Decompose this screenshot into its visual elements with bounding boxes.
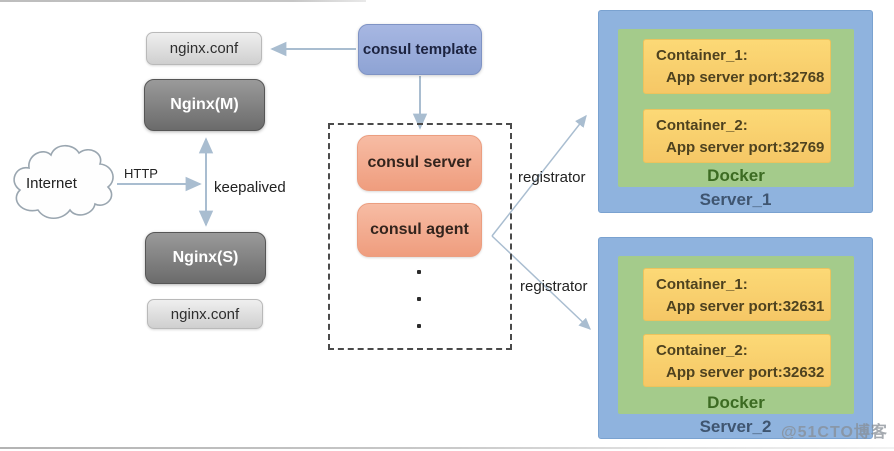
consul-template-box: consul template <box>358 24 482 75</box>
container-port: App server port:32632 <box>666 364 825 381</box>
server-2-container-2-box: Container_2: App server port:32632 <box>643 334 831 387</box>
nginx-master-box: Nginx(M) <box>144 79 265 131</box>
51cto-watermark: @51CTO博客 <box>781 424 888 441</box>
container-port: App server port:32631 <box>666 298 825 315</box>
http-label: HTTP <box>124 166 158 181</box>
server-2-box: Container_1: App server port:32631 Conta… <box>598 237 873 439</box>
container-port: App server port:32768 <box>666 69 825 86</box>
container-title: Container_1: <box>656 47 748 64</box>
container-title: Container_2: <box>656 342 748 359</box>
server-1-box: Container_1: App server port:32768 Conta… <box>598 10 873 213</box>
consul-cluster-dashed-boundary <box>328 123 512 350</box>
screenshot-top-edge <box>0 0 366 2</box>
server-1-container-2-box: Container_2: App server port:32769 <box>643 109 831 163</box>
server-1-docker-label: Docker <box>707 166 765 185</box>
ellipsis-dot: • <box>417 297 421 301</box>
consul-server-box: consul server <box>357 135 482 191</box>
server-1-docker-box: Container_1: App server port:32768 Conta… <box>618 29 854 187</box>
container-title: Container_1: <box>656 276 748 293</box>
server-2-docker-box: Container_1: App server port:32631 Conta… <box>618 256 854 414</box>
nginx-conf-master-box: nginx.conf <box>146 32 262 65</box>
consul-agent-box: consul agent <box>357 203 482 257</box>
ellipsis-dot: • <box>417 324 421 328</box>
screenshot-bottom-edge <box>0 447 894 449</box>
server-1-container-1-box: Container_1: App server port:32768 <box>643 39 831 94</box>
server-2-container-1-box: Container_1: App server port:32631 <box>643 268 831 321</box>
keepalived-label: keepalived <box>214 179 286 196</box>
internet-label: Internet <box>26 175 77 192</box>
ellipsis-dot: • <box>417 270 421 274</box>
registrator-upper-label: registrator <box>518 169 586 186</box>
nginx-conf-slave-box: nginx.conf <box>147 299 263 329</box>
registrator-lower-label: registrator <box>520 278 588 295</box>
nginx-slave-box: Nginx(S) <box>145 232 266 284</box>
container-port: App server port:32769 <box>666 139 825 156</box>
container-title: Container_2: <box>656 117 748 134</box>
server-2-docker-label: Docker <box>707 393 765 412</box>
internet-cloud-icon <box>8 138 122 230</box>
server-1-label: Server_1 <box>699 190 772 209</box>
server-2-label: Server_2 <box>699 417 772 436</box>
